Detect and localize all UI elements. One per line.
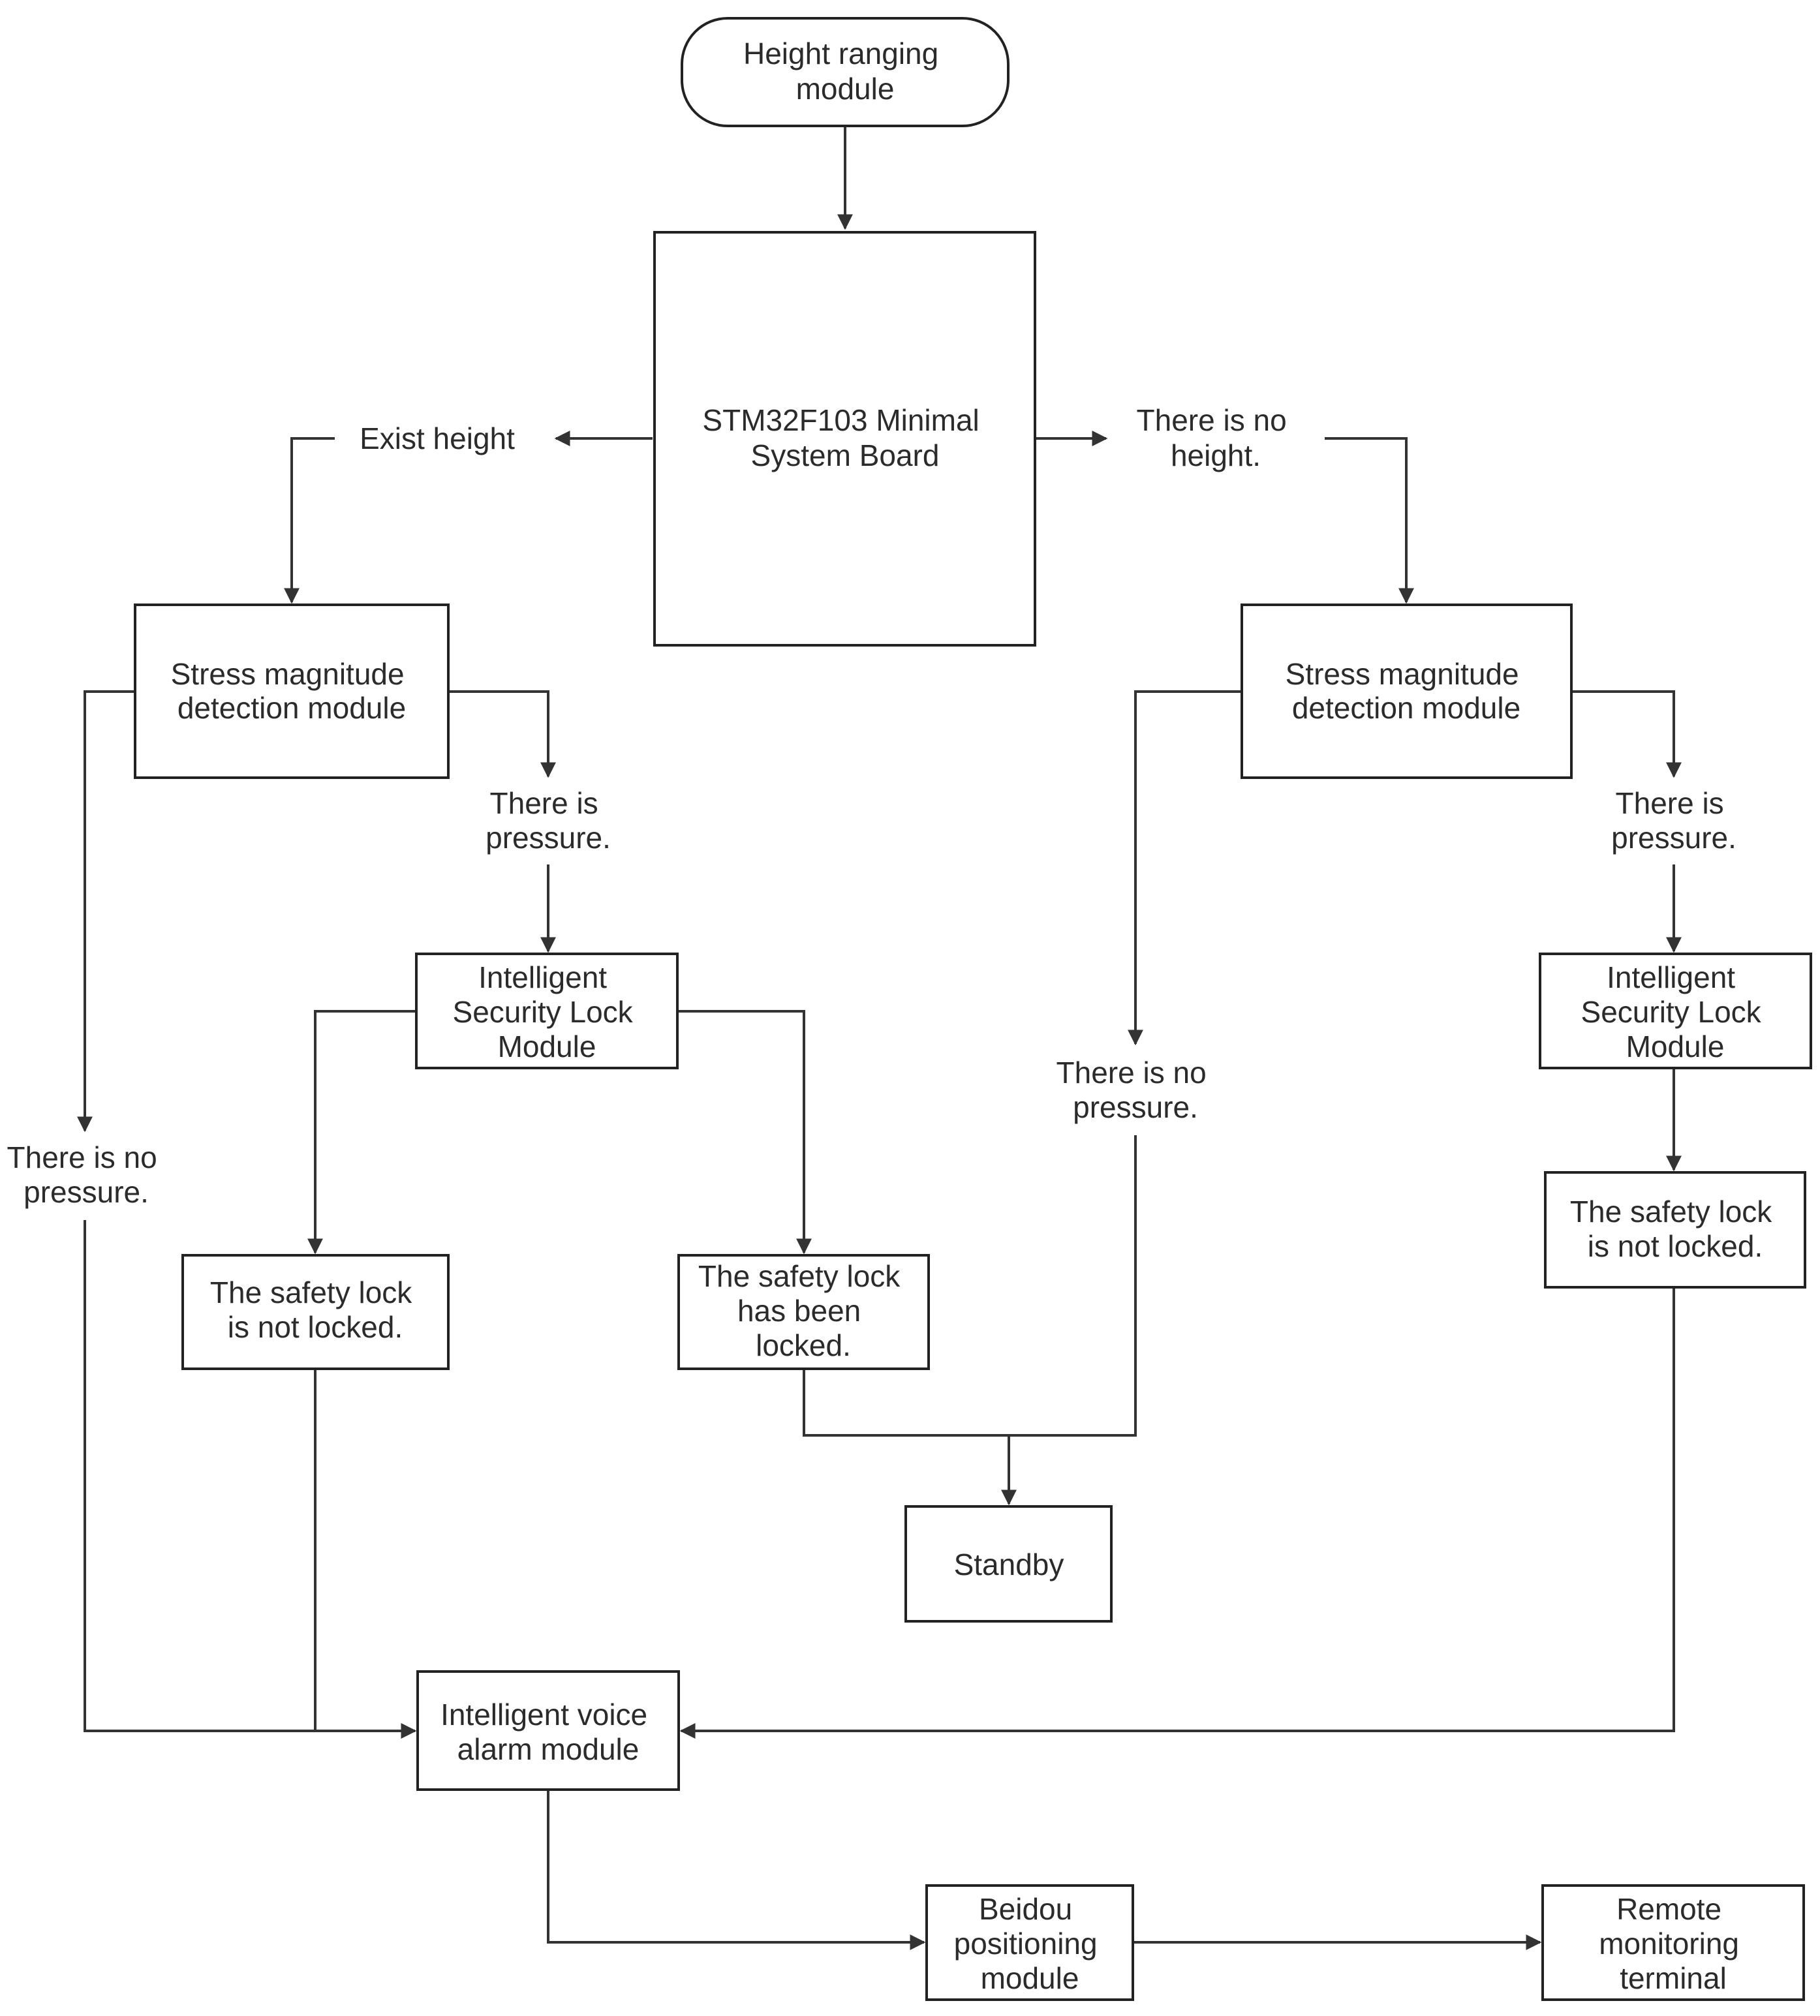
edge-label-text: There is — [1616, 786, 1724, 820]
edge-label-text: pressure. — [1611, 821, 1736, 855]
node-text: Security Lock — [453, 995, 634, 1029]
node-text: monitoring — [1599, 1927, 1739, 1961]
arrow-lock-left-to-locked — [677, 1010, 812, 1255]
node-text: detection module — [177, 691, 406, 725]
line-no-height-to-stress-right — [1325, 437, 1414, 604]
node-text: Module — [498, 1030, 596, 1063]
arrow-stress-right-to-no-pressure — [1128, 690, 1242, 1046]
svg-text:Intelligent Security Loc: Intelligent Security Lock Module — [1581, 960, 1770, 1063]
node-standby: Standby — [904, 1505, 1113, 1623]
node-text: The safety lock — [210, 1275, 412, 1309]
node-text: detection module — [1292, 691, 1520, 725]
node-text: has been — [737, 1294, 861, 1328]
connectors — [77, 126, 1682, 1950]
node-remote-monitoring: Remote monitoring terminal — [1541, 1884, 1805, 2001]
node-text: Intelligent — [1607, 960, 1735, 994]
svg-text:Stress magnitude detecti: Stress magnitude detection module — [1286, 657, 1528, 725]
svg-text:Height ranging module: Height ranging module — [743, 37, 947, 106]
edge-label-no-height: There is no height. — [1137, 403, 1295, 472]
node-safety-lock-not-locked-right: The safety lock is not locked. — [1544, 1171, 1806, 1289]
edge-label-no-pressure-mid: There is no pressure. — [1057, 1056, 1215, 1124]
svg-text:Intelligent voice alarm: Intelligent voice alarm module — [440, 1698, 656, 1766]
node-text: is not locked. — [228, 1310, 403, 1344]
node-text: locked. — [756, 1328, 851, 1362]
line-not-locked-right-to-alarm — [679, 1287, 1675, 1739]
line-no-pressure-mid-to-standby — [1009, 1135, 1137, 1437]
node-beidou-positioning: Beidou positioning module — [925, 1884, 1134, 2001]
node-safety-lock-not-locked-left: The safety lock is not locked. — [181, 1254, 450, 1370]
edge-label-text: pressure. — [1073, 1090, 1198, 1124]
svg-text:The safety lock is not l: The safety lock is not locked. — [1570, 1195, 1780, 1263]
node-text: STM32F103 Minimal — [702, 403, 979, 437]
node-text: Remote — [1616, 1892, 1721, 1926]
node-text: module — [796, 72, 895, 106]
line-no-pressure-left-to-alarm — [84, 1220, 417, 1739]
node-safety-lock-locked: The safety lock has been locked. — [677, 1254, 930, 1370]
node-text: Security Lock — [1581, 995, 1762, 1029]
svg-text:Stress magnitude detecti: Stress magnitude detection module — [171, 657, 413, 725]
edge-label-text: Exist height — [360, 421, 515, 455]
edge-label-text: There is no — [7, 1140, 157, 1174]
line-locked-to-standby — [803, 1369, 1009, 1437]
node-text: module — [981, 1961, 1079, 1995]
node-text: The safety lock — [698, 1259, 901, 1293]
edge-label-text: pressure. — [23, 1175, 149, 1209]
svg-text:Standby: Standby — [954, 1548, 1064, 1581]
edge-label-text: There is — [490, 786, 598, 820]
node-text: System Board — [751, 438, 940, 472]
edge-label-exist-height: Exist height — [360, 421, 515, 455]
arrow-stress-right-to-pressure — [1571, 690, 1682, 778]
arrow-stress-left-to-no-pressure — [77, 690, 135, 1133]
arrow-stress-left-to-pressure — [448, 690, 556, 778]
node-text: Stress magnitude — [171, 657, 405, 691]
node-text: Standby — [954, 1548, 1064, 1581]
line-exist-height-to-stress-left — [284, 437, 335, 604]
node-text: alarm module — [457, 1732, 640, 1766]
node-text: terminal — [1620, 1961, 1727, 1995]
node-text: positioning — [954, 1927, 1098, 1961]
svg-text:The safety lock is not l: The safety lock is not locked. — [210, 1275, 420, 1344]
svg-text:Beidou positioning: Beidou positioning module — [954, 1892, 1106, 1995]
edge-label-no-pressure-left: There is no pressure. — [7, 1140, 166, 1209]
node-stress-detection-left: Stress magnitude detection module — [134, 603, 450, 779]
node-text: Beidou — [979, 1892, 1072, 1926]
svg-text:Intelligent Security Loc: Intelligent Security Lock Module — [453, 960, 641, 1063]
node-text: Intelligent voice — [440, 1698, 647, 1732]
arrow-lock-left-to-not-locked — [307, 1010, 416, 1255]
node-text: Module — [1626, 1030, 1725, 1063]
node-text: Stress magnitude — [1286, 657, 1519, 691]
edge-label-pressure-left: There is pressure. — [486, 786, 611, 855]
svg-text:STM32F103 Minimal System: STM32F103 Minimal System Board — [702, 403, 987, 472]
node-stm32-board: STM32F103 Minimal System Board — [653, 231, 1036, 647]
node-voice-alarm-module: Intelligent voice alarm module — [416, 1670, 680, 1791]
node-text: The safety lock — [1570, 1195, 1772, 1229]
edge-label-pressure-right: There is pressure. — [1611, 786, 1736, 855]
node-security-lock-right: Intelligent Security Lock Module — [1539, 953, 1812, 1069]
node-security-lock-left: Intelligent Security Lock Module — [415, 953, 679, 1069]
node-text: Intelligent — [478, 960, 607, 994]
terminal-shape — [681, 17, 1010, 127]
edge-label-text: There is no — [1057, 1056, 1207, 1090]
svg-text:The safety lock has been: The safety lock has been locked. — [698, 1259, 908, 1362]
arrow-alarm-to-beidou — [547, 1790, 926, 1950]
edge-label-text: There is no — [1137, 403, 1287, 437]
svg-text:Remote monitoring: Remote monitoring terminal — [1599, 1892, 1748, 1995]
edge-label-text: height. — [1171, 438, 1261, 472]
node-text: Height ranging — [743, 37, 938, 70]
edge-label-text: pressure. — [486, 821, 611, 855]
node-height-ranging-module: Height ranging module — [681, 17, 1010, 127]
edge-labels: Exist height There is no height. There i… — [7, 403, 1736, 1209]
node-text: is not locked. — [1588, 1229, 1763, 1263]
node-stress-detection-right: Stress magnitude detection module — [1241, 603, 1573, 779]
